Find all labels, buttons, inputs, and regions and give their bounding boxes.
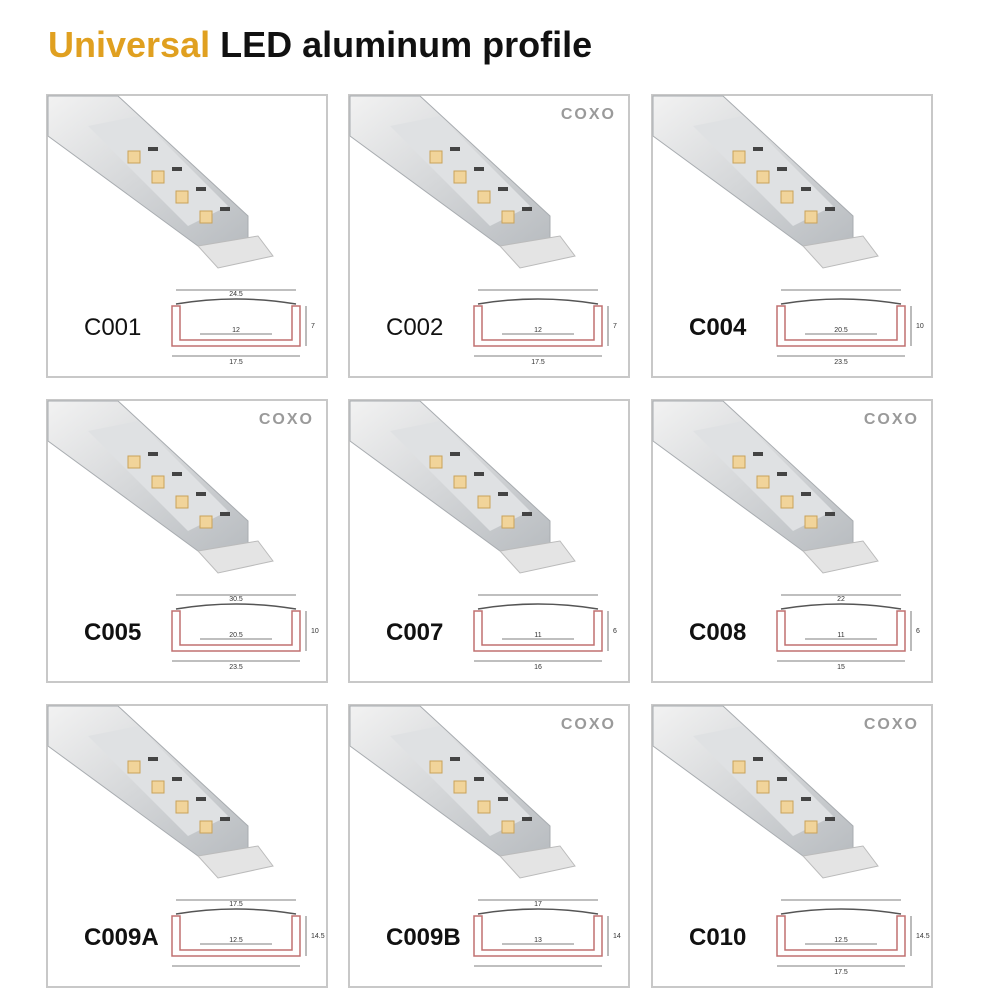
profile-photo <box>47 95 274 269</box>
model-label: C008 <box>689 619 747 646</box>
dim-bottom: 17.5 <box>531 359 545 366</box>
product-card-c004: C004 20.5 23.5 10 <box>651 94 933 378</box>
dim-top: 22 <box>837 596 845 603</box>
product-card-c009b: COXO C009B 17 13 14 <box>348 704 630 988</box>
dim-height: 14.5 <box>311 933 325 940</box>
cross-section-diagram: 30.5 20.5 23.5 10 <box>171 594 319 671</box>
product-card-c007: C007 11 16 6 <box>348 399 630 683</box>
dim-top: 17 <box>534 901 542 908</box>
profile-photo <box>47 705 274 879</box>
product-card-c008: COXO C008 22 11 15 6 <box>651 399 933 683</box>
product-card-c009a: C009A 17.5 12.5 14.5 <box>46 704 328 988</box>
cross-section-diagram: 24.5 12 17.5 7 <box>171 289 315 366</box>
cross-section-diagram: 12 17.5 7 <box>473 289 617 366</box>
dim-top: 24.5 <box>229 291 243 298</box>
dim-height: 6 <box>916 628 920 635</box>
dim-inner: 13 <box>534 937 542 944</box>
model-label: C002 <box>386 314 444 341</box>
dim-bottom: 23.5 <box>229 664 243 671</box>
profile-photo <box>349 400 576 574</box>
coxo-watermark: COXO <box>863 716 919 733</box>
dim-inner: 12.5 <box>834 937 848 944</box>
dim-height: 10 <box>916 323 924 330</box>
coxo-watermark: COXO <box>863 411 919 428</box>
title-rest: LED aluminum profile <box>210 24 593 65</box>
dim-bottom: 16 <box>534 664 542 671</box>
dim-inner: 12.5 <box>229 937 243 944</box>
cross-section-diagram: 22 11 15 6 <box>776 594 920 671</box>
profile-photo <box>47 400 274 574</box>
profile-photo <box>349 95 576 269</box>
product-card-c005: COXO C005 30.5 20.5 23.5 10 <box>46 399 328 683</box>
product-card-c002: COXO C002 12 17.5 7 <box>348 94 630 378</box>
dim-height: 7 <box>311 323 315 330</box>
product-card-c001: C001 24.5 12 17.5 7 <box>46 94 328 378</box>
dim-inner: 20.5 <box>229 632 243 639</box>
profile-photo <box>349 705 576 879</box>
cross-section-diagram: 17 13 14 <box>473 899 621 967</box>
model-label: C007 <box>386 619 444 646</box>
model-label: C010 <box>689 924 747 951</box>
profile-photo <box>652 400 879 574</box>
dim-height: 6 <box>613 628 617 635</box>
dim-bottom: 17.5 <box>834 969 848 976</box>
dim-inner: 11 <box>837 632 844 639</box>
cross-section-diagram: 11 16 6 <box>473 594 617 671</box>
dim-bottom: 17.5 <box>229 359 243 366</box>
model-label: C004 <box>689 314 747 341</box>
coxo-watermark: COXO <box>258 411 314 428</box>
model-label: C005 <box>84 619 142 646</box>
dim-height: 14 <box>613 933 621 940</box>
page-title: Universal LED aluminum profile <box>48 24 592 66</box>
dim-bottom: 15 <box>837 664 845 671</box>
dim-bottom: 23.5 <box>834 359 848 366</box>
title-accent: Universal <box>48 24 211 65</box>
dim-inner: 20.5 <box>834 327 848 334</box>
dim-top: 17.5 <box>229 901 243 908</box>
dim-top: 30.5 <box>229 596 243 603</box>
profile-photo <box>652 95 879 269</box>
coxo-watermark: COXO <box>560 106 616 123</box>
model-label: C009B <box>386 924 461 951</box>
cross-section-diagram: 20.5 23.5 10 <box>776 289 924 366</box>
model-label: C009A <box>84 924 159 951</box>
dim-height: 7 <box>613 323 617 330</box>
dim-inner: 12 <box>534 327 542 334</box>
dim-height: 14.5 <box>916 933 930 940</box>
coxo-watermark: COXO <box>560 716 616 733</box>
dim-inner: 12 <box>232 327 240 334</box>
model-label: C001 <box>84 314 142 341</box>
cross-section-diagram: 17.5 12.5 14.5 <box>171 899 325 967</box>
product-card-c010: COXO C010 12.5 17.5 14.5 <box>651 704 933 988</box>
cross-section-diagram: 12.5 17.5 14.5 <box>776 899 930 976</box>
dim-inner: 11 <box>534 632 541 639</box>
profile-photo <box>652 705 879 879</box>
dim-height: 10 <box>311 628 319 635</box>
